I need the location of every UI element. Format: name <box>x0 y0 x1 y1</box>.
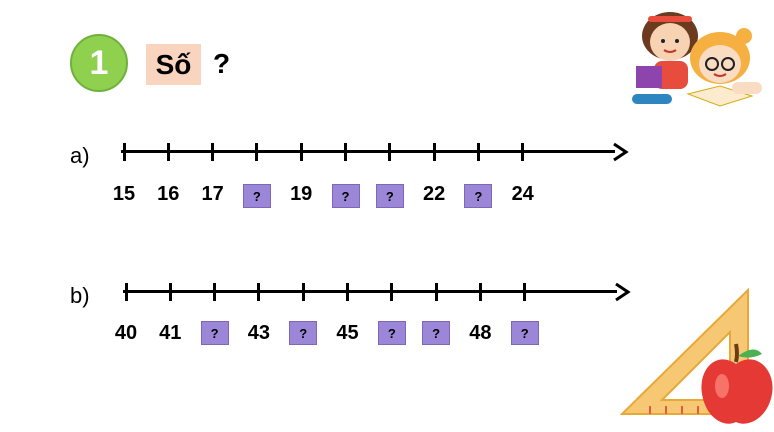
blank-answer-box[interactable]: ? <box>375 184 404 208</box>
tick-mark <box>166 143 170 161</box>
tick-mark <box>211 143 215 161</box>
part-a-label: a) <box>70 143 90 168</box>
number-label: 48 <box>469 322 492 344</box>
tick-mark <box>122 143 126 161</box>
tick-mark <box>346 283 349 301</box>
tick-mark <box>390 283 394 301</box>
number-label: 16 <box>157 183 180 205</box>
part-b-label: b) <box>70 283 90 308</box>
tick-mark <box>523 283 527 301</box>
blank-answer-box[interactable]: ? <box>377 321 406 345</box>
blank-answer-box[interactable]: ? <box>510 321 539 345</box>
number-line-b <box>123 290 617 293</box>
tick-mark <box>478 283 482 301</box>
number-label: 40 <box>114 322 138 344</box>
children-reading-illustration <box>632 12 762 107</box>
blank-answer-box[interactable]: ? <box>422 321 451 345</box>
number-label: 41 <box>159 322 182 344</box>
blank-answer-box[interactable]: ? <box>331 184 360 208</box>
tick-mark <box>213 283 217 301</box>
tick-mark <box>434 283 438 301</box>
number-label: 24 <box>511 183 534 205</box>
exercise-number-badge: 1 <box>70 34 128 92</box>
tick-mark <box>257 283 261 301</box>
tick-mark <box>255 143 259 161</box>
tick-mark <box>476 143 480 161</box>
number-line-a <box>121 150 615 153</box>
blank-answer-box[interactable]: ? <box>464 184 493 208</box>
tick-mark <box>388 143 392 161</box>
apple-icon <box>701 343 773 424</box>
tick-mark <box>344 143 347 161</box>
blank-answer-box[interactable]: ? <box>289 321 318 345</box>
blank-answer-box[interactable]: ? <box>200 321 229 345</box>
number-label: 15 <box>112 183 136 205</box>
number-label: 17 <box>201 183 224 205</box>
tick-mark <box>432 143 436 161</box>
tick-mark <box>168 283 172 301</box>
tick-mark <box>301 283 305 301</box>
tick-mark <box>124 283 128 301</box>
number-label: 43 <box>247 322 271 344</box>
number-label: 45 <box>336 322 359 344</box>
arrow-right-icon <box>615 282 631 302</box>
tick-mark <box>299 143 303 161</box>
exercise-title: Số <box>146 44 201 85</box>
number-label: 22 <box>422 183 446 205</box>
blank-answer-box[interactable]: ? <box>242 184 271 208</box>
exercise-title-question: ? <box>213 48 231 79</box>
tick-mark <box>521 143 525 161</box>
arrow-right-icon <box>613 142 629 162</box>
number-label: 19 <box>290 183 313 205</box>
